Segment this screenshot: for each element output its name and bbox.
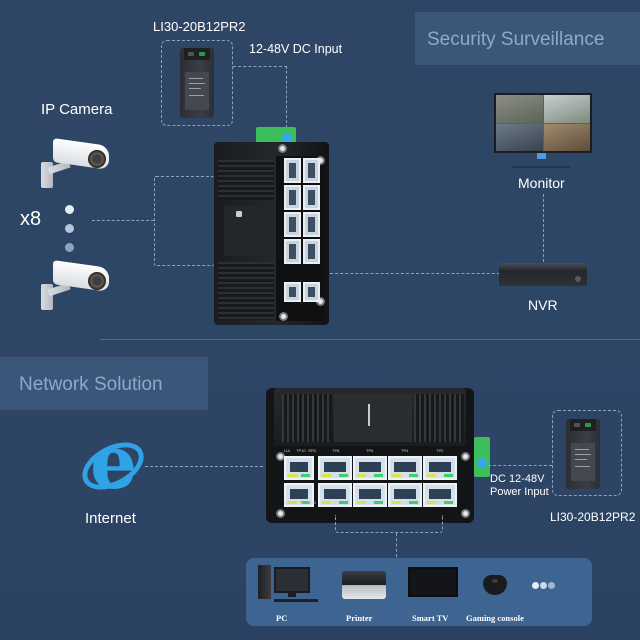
port-label: TP7: [332, 500, 340, 505]
port-label: LIA: [284, 500, 291, 505]
rj45-port: [303, 212, 320, 237]
ellipsis-dot: [540, 582, 547, 589]
internet-connector-line: [145, 466, 263, 467]
power-supply-icon: [566, 419, 600, 489]
rj45-port: [284, 239, 301, 264]
power-supply-model-label: LI30-20B12PR2: [550, 510, 636, 524]
printer-icon: [342, 571, 386, 599]
rj45-port: [353, 456, 387, 480]
port-label: TP9: [296, 500, 304, 505]
rj45-port: [423, 456, 457, 480]
rj45-port: [318, 483, 352, 507]
monitor-base: [512, 166, 570, 168]
device-connector-line: [396, 533, 397, 557]
brand-logo-icon: [368, 404, 370, 426]
camera-connector-line: [92, 220, 154, 221]
security-title-box: Security Surveillance: [415, 12, 640, 65]
port-label: TP1: [436, 500, 444, 505]
power-terminal-block: [474, 437, 490, 477]
power-supply-icon: [180, 48, 214, 118]
network-title: Network Solution: [19, 374, 163, 395]
gamepad-icon: [483, 575, 507, 595]
rj45-port: [284, 158, 301, 183]
device-label-gaming-console: Gaming console: [466, 613, 524, 623]
port-label: LIA: [284, 448, 291, 453]
screw-icon: [461, 452, 470, 461]
ellipsis-dot: [65, 224, 74, 233]
industrial-poe-switch-vertical: [214, 142, 329, 325]
ellipsis-dot: [65, 205, 74, 214]
port-label: TP2: [436, 448, 444, 453]
ellipsis-dot: [65, 243, 74, 252]
brand-logo-icon: [236, 211, 242, 217]
internet-icon: e: [74, 426, 152, 500]
power-supply-frame: [161, 40, 233, 126]
device-tray: PC Printer Smart TV Gaming console: [246, 558, 592, 626]
screw-icon: [279, 312, 288, 321]
uplink-port: [284, 483, 314, 507]
monitor-connector-line: [543, 194, 544, 262]
ip-camera-icon: [40, 138, 112, 190]
power-supply-model-label: LI30-20B12PR2: [153, 19, 246, 34]
rj45-port: [284, 212, 301, 237]
internet-label: Internet: [85, 510, 136, 527]
dc-input-label: 12-48V DC Input: [249, 42, 343, 56]
rj45-port: [303, 185, 320, 210]
screw-icon: [276, 509, 285, 518]
ellipsis-dot: [548, 582, 555, 589]
power-connector-line: [488, 465, 552, 466]
uplink-port: [284, 282, 301, 302]
device-label-smart-tv: Smart TV: [412, 613, 449, 623]
monitor-icon: [494, 93, 592, 153]
port-label: TP6: [366, 448, 374, 453]
nvr-connector-line: [330, 273, 500, 274]
port-label: TP5: [366, 500, 374, 505]
rj45-port: [284, 185, 301, 210]
dc-input-label-line2: Power Input: [490, 486, 549, 498]
device-label-pc: PC: [276, 613, 288, 623]
power-connector-line: [233, 66, 287, 67]
uplink-port: [284, 456, 314, 480]
monitor-stand: [537, 153, 546, 159]
device-bus-frame: [335, 515, 443, 533]
screw-icon: [276, 452, 285, 461]
screw-icon: [278, 144, 287, 153]
port-label: TP4: [401, 448, 409, 453]
ip-camera-label: IP Camera: [41, 101, 113, 118]
ellipsis-dot: [532, 582, 539, 589]
camera-count: x8: [20, 208, 42, 230]
rj45-port: [303, 239, 320, 264]
rj45-port: [303, 158, 320, 183]
rj45-port: [388, 483, 422, 507]
port-label: TP8: [332, 448, 340, 453]
smart-tv-icon: [408, 567, 458, 597]
nvr-label: NVR: [528, 297, 558, 313]
port-label: TP10: [296, 448, 306, 453]
pc-icon: [258, 565, 320, 605]
dc-input-label-line1: DC 12-48V: [490, 473, 545, 485]
port-label: SPD: [308, 448, 317, 453]
uplink-port: [303, 282, 320, 302]
device-label-printer: Printer: [346, 613, 373, 623]
nvr-icon: [499, 263, 587, 286]
port-label: SPD: [308, 500, 317, 505]
network-title-box: Network Solution: [0, 357, 208, 410]
ip-camera-icon: [40, 260, 112, 312]
power-connector-line-v: [286, 66, 287, 128]
rj45-port: [423, 483, 457, 507]
port-label: TP3: [401, 500, 409, 505]
screw-icon: [461, 509, 470, 518]
camera-bus-frame: [154, 176, 214, 266]
rj45-port: [318, 456, 352, 480]
rj45-port: [353, 483, 387, 507]
rj45-port: [388, 456, 422, 480]
screw-icon: [316, 156, 325, 165]
monitor-label: Monitor: [518, 175, 565, 191]
section-divider: [100, 339, 640, 340]
screw-icon: [316, 297, 325, 306]
power-supply-frame: [552, 410, 622, 496]
security-title: Security Surveillance: [427, 29, 605, 50]
